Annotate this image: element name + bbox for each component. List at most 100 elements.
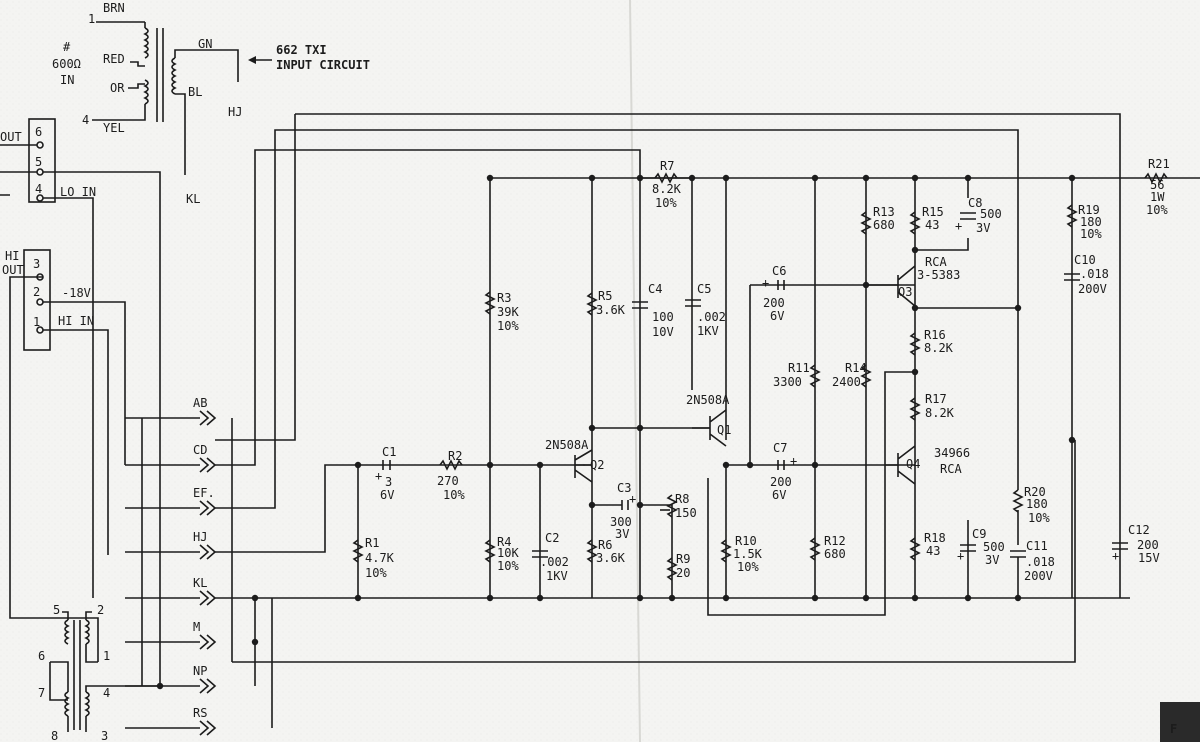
svg-text:10%: 10%: [655, 196, 677, 210]
junction-dot: [636, 594, 644, 602]
junction-dot: [862, 594, 870, 602]
svg-text:R20: R20: [1024, 485, 1046, 499]
r4-resistor: R4 10K 10%: [484, 535, 519, 573]
svg-text:10V: 10V: [652, 325, 674, 339]
svg-text:3-5383: 3-5383: [917, 268, 960, 282]
svg-text:6: 6: [38, 649, 45, 663]
svg-text:+: +: [955, 219, 962, 233]
svg-text:R5: R5: [598, 289, 612, 303]
svg-text:C7: C7: [773, 441, 787, 455]
svg-text:10%: 10%: [1080, 227, 1102, 241]
r10-resistor: R10 1.5K 10%: [720, 534, 763, 574]
r19-resistor: R19 180 10%: [1066, 203, 1102, 241]
terminal-strip-bottom: HI OUT 3 2 1 -18V HI IN: [2, 249, 126, 662]
publisher-logo: F: [1160, 702, 1200, 742]
c12-capacitor: C12 + 200 15V: [1112, 523, 1160, 565]
svg-text:IN: IN: [60, 73, 74, 87]
c4-capacitor: C4 100 10V: [632, 282, 674, 339]
junction-dot: [486, 461, 494, 469]
svg-text:662 TXI: 662 TXI: [276, 43, 327, 57]
junction-dot: [251, 638, 259, 646]
r11-resistor: R11 3300: [773, 361, 821, 389]
r1-resistor: R1 4.7K 10%: [352, 536, 395, 580]
svg-text:R3: R3: [497, 291, 511, 305]
svg-text:C11: C11: [1026, 539, 1048, 553]
r12-resistor: R12 680: [809, 534, 846, 561]
svg-text:2N508A: 2N508A: [545, 438, 589, 452]
junction-dot: [636, 174, 644, 182]
svg-text:10%: 10%: [1146, 203, 1168, 217]
svg-text:HI: HI: [5, 249, 19, 263]
svg-text:C6: C6: [772, 264, 786, 278]
svg-text:8.2K: 8.2K: [924, 341, 954, 355]
svg-text:R19: R19: [1078, 203, 1100, 217]
q1-transistor: 2N508A Q1: [686, 393, 731, 447]
r14-resistor: R14 2400: [832, 361, 872, 389]
r8-resistor: R8 150: [660, 492, 697, 520]
connector-label-4: KL: [193, 576, 207, 590]
svg-text:3V: 3V: [615, 527, 629, 541]
svg-text:HI IN: HI IN: [58, 314, 94, 328]
svg-text:R17: R17: [925, 392, 947, 406]
svg-text:3: 3: [101, 729, 108, 742]
q3-transistor: RCA 3-5383 Q3: [866, 255, 960, 307]
svg-text:2: 2: [97, 603, 104, 617]
connector-label-5: M: [193, 620, 200, 634]
svg-text:56: 56: [1150, 178, 1164, 192]
junction-dot: [811, 594, 819, 602]
svg-text:+: +: [957, 549, 964, 563]
c10-capacitor: C10 .018 200V: [1064, 253, 1109, 296]
svg-text:F: F: [1170, 722, 1177, 736]
input-transformer: 1 BRN RED OR 4 YEL GN BL HJ KL # 600Ω IN…: [52, 1, 370, 206]
svg-text:+: +: [629, 492, 636, 506]
svg-text:6: 6: [35, 125, 42, 139]
junction-dot: [536, 461, 544, 469]
r20-resistor: R20 180 10%: [1012, 485, 1050, 545]
junction-dot: [251, 594, 259, 602]
junction-dot: [588, 501, 596, 509]
svg-text:#: #: [63, 40, 71, 54]
svg-text:RCA: RCA: [925, 255, 947, 269]
svg-text:6V: 6V: [772, 488, 786, 502]
svg-text:BL: BL: [188, 85, 202, 99]
svg-text:1KV: 1KV: [546, 569, 568, 583]
svg-text:OUT: OUT: [2, 263, 24, 277]
svg-text:4.7K: 4.7K: [365, 551, 395, 565]
junction-dot: [486, 594, 494, 602]
junction-dot: [911, 594, 919, 602]
c7-capacitor: C7 + 200 6V: [770, 441, 797, 502]
svg-text:20: 20: [676, 566, 690, 580]
connector-chevron-6: [199, 678, 217, 694]
svg-text:.002: .002: [540, 555, 569, 569]
r13-resistor: R13 680: [860, 205, 895, 235]
junction-dot: [811, 174, 819, 182]
junction-dot: [911, 368, 919, 376]
svg-text:150: 150: [675, 506, 697, 520]
svg-text:180: 180: [1080, 215, 1102, 229]
svg-text:.018: .018: [1080, 267, 1109, 281]
svg-text:10%: 10%: [443, 488, 465, 502]
svg-text:4: 4: [82, 113, 89, 127]
svg-text:1W: 1W: [1150, 190, 1165, 204]
svg-text:R14: R14: [845, 361, 867, 375]
connector-chevron-5: [199, 634, 217, 650]
svg-text:R6: R6: [598, 538, 612, 552]
svg-text:C12: C12: [1128, 523, 1150, 537]
svg-text:R21: R21: [1148, 157, 1170, 171]
svg-text:GN: GN: [198, 37, 212, 51]
junction-dot: [1068, 436, 1076, 444]
svg-text:+: +: [375, 469, 382, 483]
svg-text:200V: 200V: [1078, 282, 1107, 296]
r17-resistor: R17 8.2K: [909, 392, 955, 421]
svg-text:6V: 6V: [770, 309, 784, 323]
r6-resistor: R6 3.6K: [586, 538, 626, 565]
r2-resistor: R2 270 10%: [437, 449, 465, 502]
svg-text:200V: 200V: [1024, 569, 1053, 583]
junction-dot: [156, 682, 164, 690]
svg-text:7: 7: [38, 686, 45, 700]
svg-text:R12: R12: [824, 534, 846, 548]
svg-text:3V: 3V: [976, 221, 990, 235]
svg-text:.002: .002: [697, 310, 726, 324]
